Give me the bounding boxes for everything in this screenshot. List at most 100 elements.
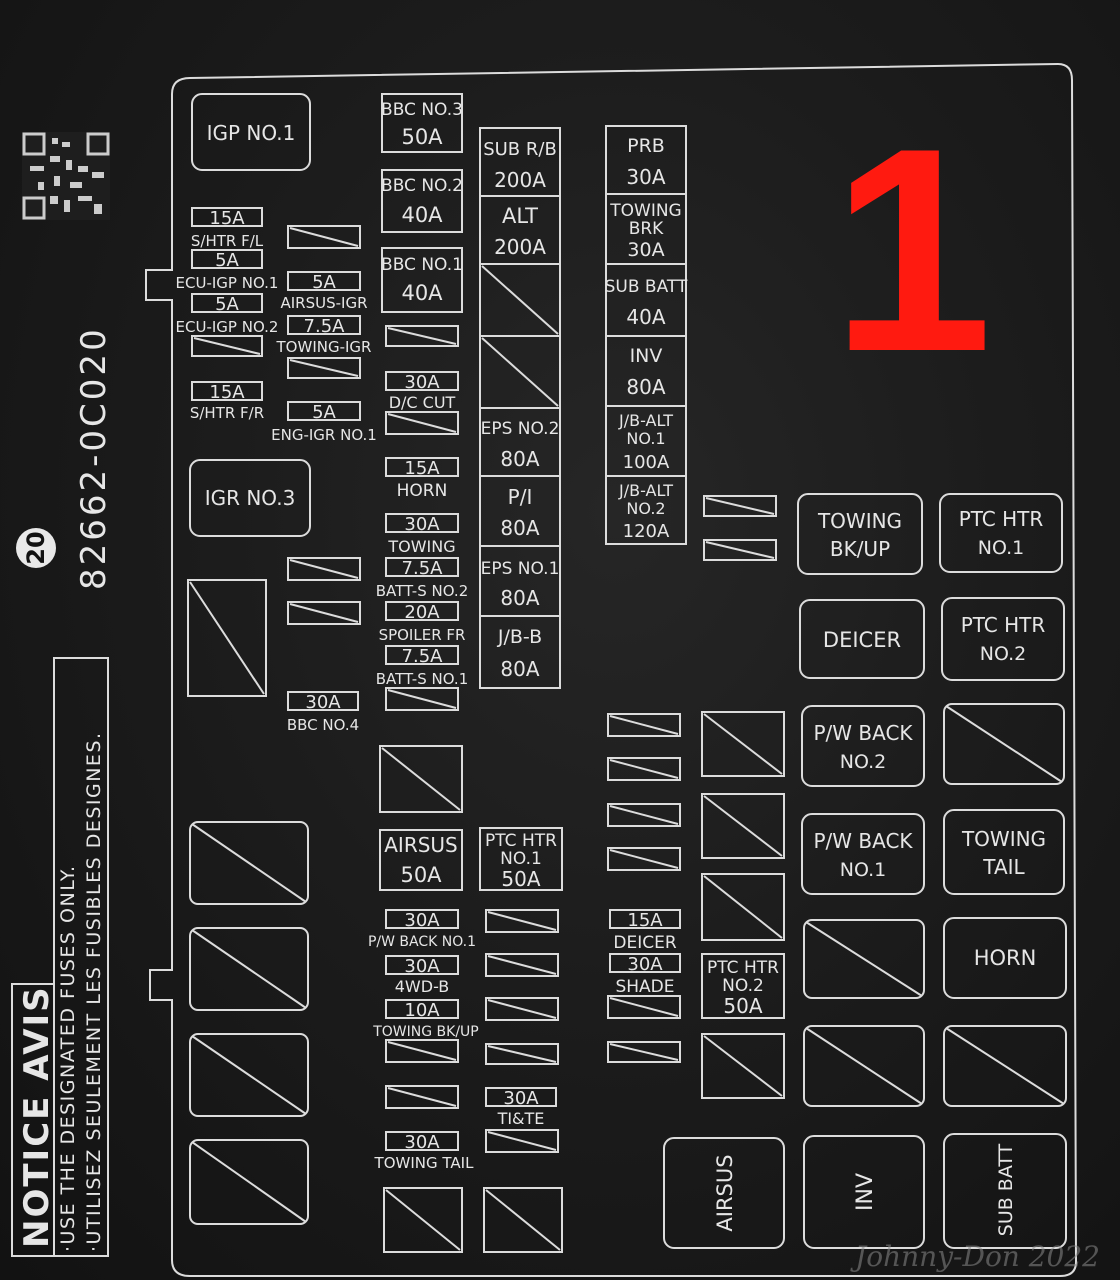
- fuse-bbc-no2: BBC NO.2 40A: [381, 169, 463, 233]
- photographer-watermark: Johnny-Don 2022: [850, 1240, 1100, 1273]
- fuse-bbc-no1: BBC NO.1 40A: [381, 247, 463, 313]
- circle-number-badge: 20: [16, 528, 56, 568]
- fuse-rating: 50A: [401, 125, 443, 149]
- fuse-label: ECU-IGP NO.2: [176, 318, 279, 336]
- fuse-rating: 7.5A: [304, 316, 346, 337]
- fuse-label: AIRSUS-IGR: [280, 294, 367, 312]
- fuse-rating: 30A: [503, 1088, 539, 1109]
- fuse-label: SUB BATT: [605, 277, 688, 297]
- fuse-dc-cut: 30A D/C CUT: [385, 371, 459, 435]
- relay-label: P/W BACK: [813, 721, 913, 745]
- fuse-rating: 100A: [623, 452, 670, 473]
- fuse-label: S/HTR F/L: [191, 232, 264, 250]
- fuse-block-col4: SUB R/B 200A ALT 200A EPS NO.2 80A P/I 8…: [479, 127, 561, 689]
- relay-slot-blank: [189, 821, 309, 1225]
- fuse-label: BATT-S NO.1: [376, 670, 469, 688]
- fuse-label: AIRSUS: [384, 833, 458, 857]
- fuse-rating: 30A: [404, 956, 440, 977]
- fuse-rating: 15A: [404, 458, 440, 479]
- fuse-rating: 30A: [404, 910, 440, 931]
- relay-deicer: DEICER: [799, 599, 925, 679]
- fuse-rating: 30A: [305, 692, 341, 713]
- fuse-rating: 50A: [400, 863, 442, 887]
- fuse-rating: 120A: [623, 521, 670, 542]
- fuse-label: TI&TE: [497, 1109, 545, 1128]
- relay-slot-blank: [943, 703, 1065, 785]
- relay-label: NO.1: [840, 859, 887, 881]
- relay-towing-tail: TOWING TAIL: [943, 809, 1065, 895]
- notice-title: NOTICE AVIS: [17, 985, 57, 1248]
- fuse-rating: 80A: [626, 375, 665, 399]
- fuse-ptc-htr-no1: PTC HTR NO.1 50A: [479, 827, 563, 891]
- fuse-rating: 20A: [404, 602, 440, 623]
- fuse-label: SHADE: [615, 977, 674, 997]
- fuse-label: BBC NO.3: [381, 100, 463, 120]
- fuse-rating: 15A: [209, 208, 245, 229]
- fuse-rating: 5A: [312, 402, 336, 423]
- fuse-label: NO.1: [500, 849, 542, 869]
- fuse-label: NO.2: [626, 499, 665, 518]
- fuse-label: S/HTR F/R: [190, 404, 264, 422]
- fuse-label: J/B-ALT: [618, 481, 673, 500]
- fuse-rating: 80A: [500, 586, 539, 610]
- fuse-slot-blank: [485, 909, 559, 1065]
- fuse-label: ENG-IGR NO.1: [271, 426, 377, 444]
- fuse-rating: 7.5A: [402, 558, 444, 579]
- fuse-rating: 200A: [494, 235, 546, 259]
- fuse-rating: 30A: [627, 239, 664, 261]
- fuse-spoiler-fr: 20A SPOILER FR: [379, 601, 465, 644]
- fuse-rating: 40A: [401, 281, 443, 305]
- fuse-label: NO.1: [626, 429, 665, 448]
- fuse-label: J/B-ALT: [618, 411, 673, 430]
- fuse-label: ALT: [502, 204, 538, 228]
- fuse-label: EPS NO.1: [481, 559, 560, 579]
- relay-inv: INV: [803, 1135, 925, 1249]
- relay-label: IGR NO.3: [205, 486, 296, 510]
- fuse-label: TOWING: [387, 537, 455, 556]
- fuse-label: TOWING TAIL: [374, 1154, 475, 1172]
- fuse-rating: 5A: [312, 272, 336, 293]
- relay-label: TAIL: [982, 855, 1025, 879]
- fuse-rating: 80A: [500, 657, 539, 681]
- fuse-deicer: 15A DEICER: [609, 909, 681, 953]
- fuse-towing-igr: 7.5A TOWING-IGR: [276, 315, 372, 356]
- relay-slot-blank: [803, 1025, 1067, 1107]
- fuse-label: ECU-IGP NO.1: [176, 274, 279, 292]
- fuse-rating: 50A: [501, 867, 540, 891]
- fuse-4wd-b: 30A 4WD-B: [385, 955, 459, 996]
- fuse-shade: 30A SHADE: [609, 953, 681, 997]
- fuse-rating: 40A: [401, 203, 443, 227]
- notice-panel: NOTICE AVIS ·USE THE DESIGNATED FUSES ON…: [11, 657, 109, 1257]
- relay-pw-back-no1: P/W BACK NO.1: [801, 813, 925, 895]
- relay-airsus: AIRSUS: [663, 1137, 785, 1249]
- relay-label: PTC HTR: [961, 613, 1046, 637]
- relay-label: AIRSUS: [713, 1154, 737, 1231]
- relay-slot-blank: [383, 1187, 563, 1253]
- fuse-box-outline: [145, 62, 1078, 1277]
- fuse-rating: 15A: [209, 382, 245, 403]
- relay-pw-back-no2: P/W BACK NO.2: [801, 705, 925, 787]
- fuse-label: PTC HTR: [485, 831, 557, 851]
- fuse-towing-bkup: 10A TOWING BK/UP: [372, 999, 479, 1063]
- fuse-rating: 7.5A: [402, 646, 444, 667]
- fuse-slot-blank: [287, 357, 361, 379]
- fuse-rating: 30A: [404, 372, 440, 393]
- fuse-box-number: 1: [831, 88, 992, 412]
- fuse-bbc-no4: 30A BBC NO.4: [287, 691, 359, 734]
- fuse-label: INV: [630, 345, 663, 367]
- fuse-rating: 40A: [626, 305, 665, 329]
- fuse-label: TOWING-IGR: [276, 338, 372, 356]
- fuse-rating: 30A: [404, 1132, 440, 1153]
- fuse-airsus-igr: 5A AIRSUS-IGR: [280, 271, 368, 312]
- relay-label: SUB BATT: [995, 1143, 1017, 1236]
- relay-slot-blank: [701, 711, 785, 1099]
- fuse-towing: 30A TOWING: [385, 513, 459, 556]
- fuse-label: D/C CUT: [389, 393, 456, 412]
- fuse-horn: 15A HORN: [385, 457, 459, 501]
- fuse-label: NO.2: [722, 976, 764, 996]
- fuse-ecu-igp-no1: 5A ECU-IGP NO.1: [176, 249, 279, 292]
- fuse-label: TOWING BK/UP: [372, 1024, 479, 1040]
- fuse-pw-back-no1: 30A P/W BACK NO.1: [368, 909, 476, 950]
- fuse-rating: 30A: [626, 165, 665, 189]
